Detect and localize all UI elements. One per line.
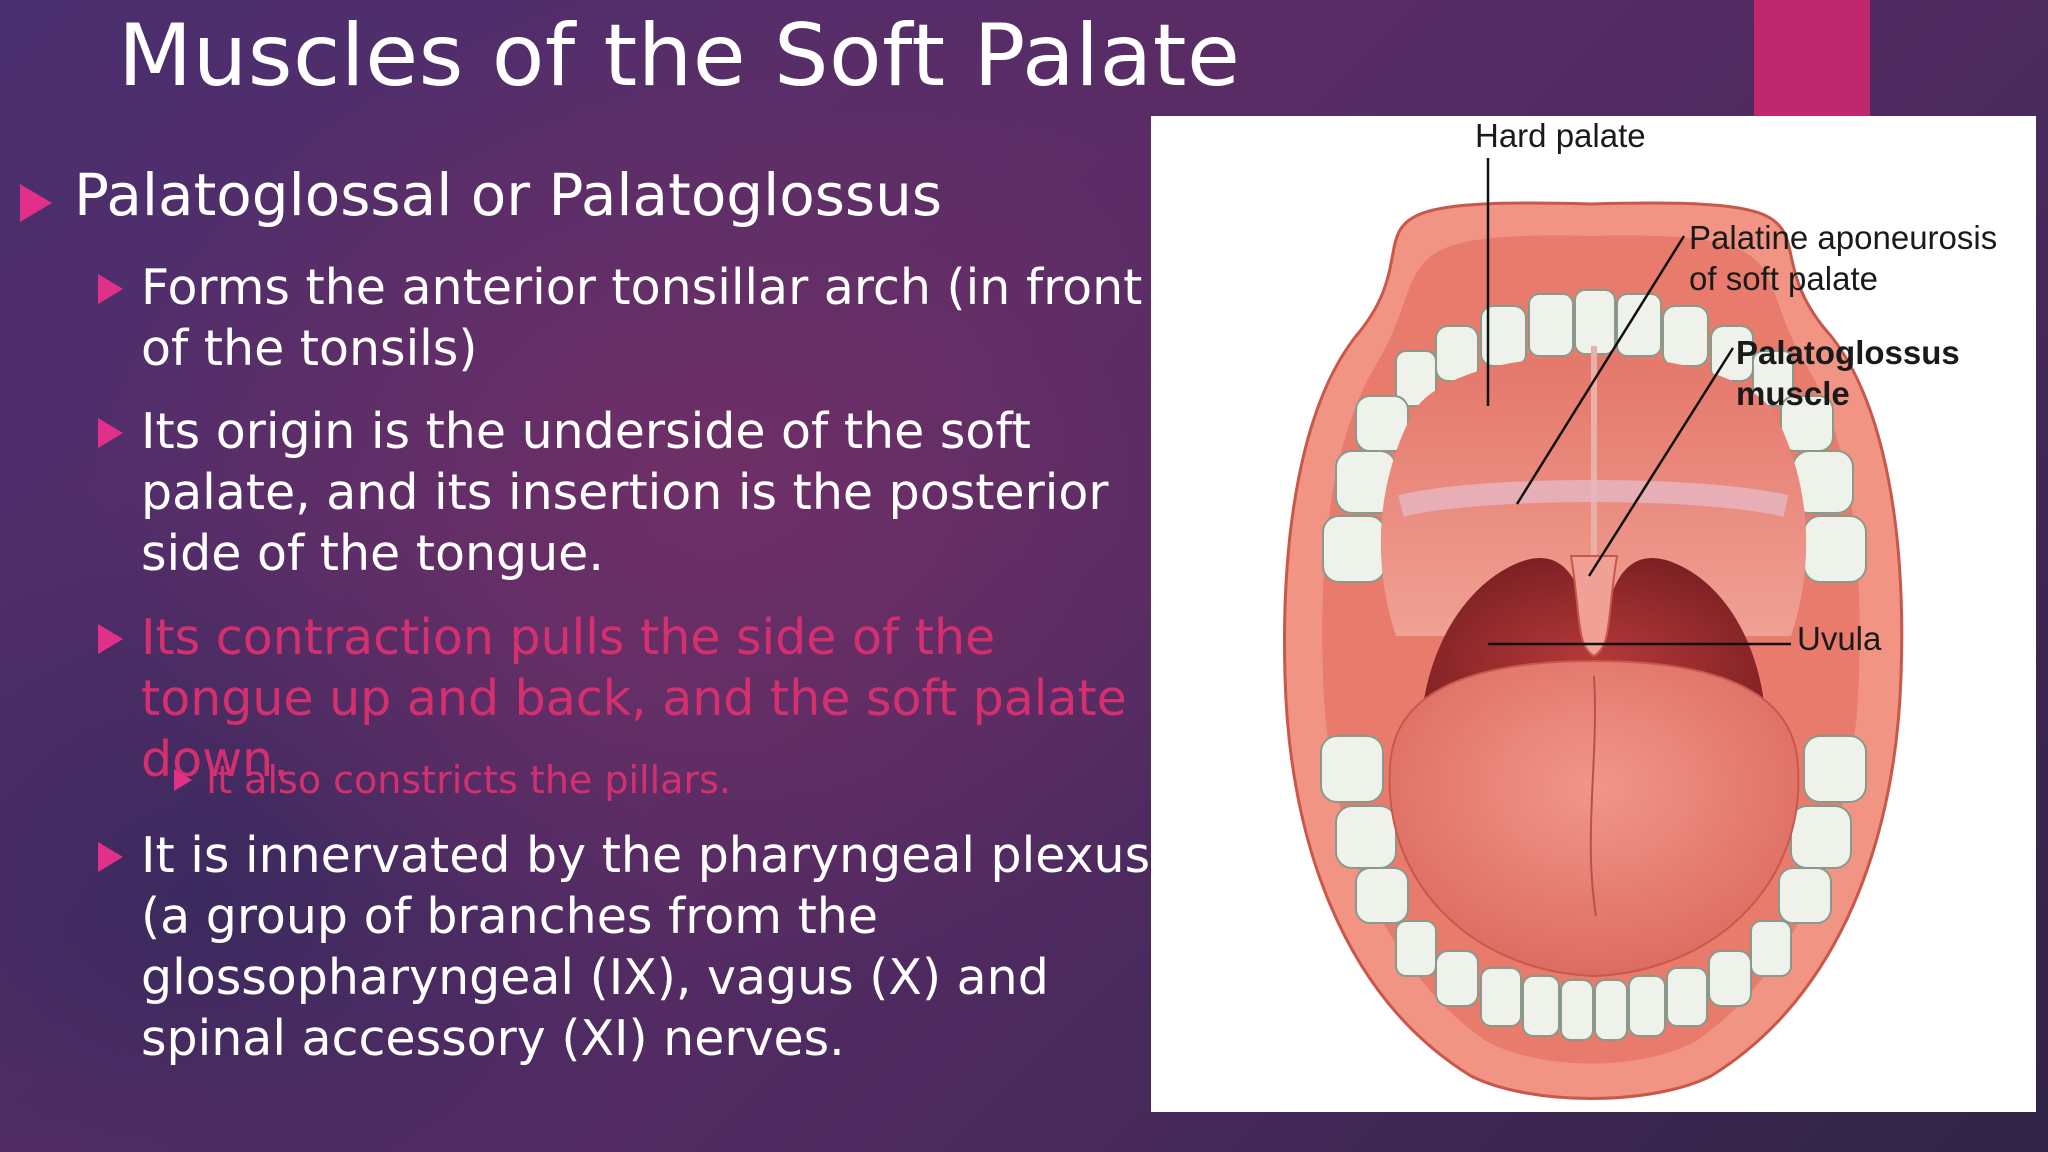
bullet-arrow-icon bbox=[20, 184, 52, 222]
oral-cavity-figure: Hard palate Palatine aponeurosis of soft… bbox=[1151, 116, 2036, 1112]
bullet-arrow-icon bbox=[98, 842, 123, 872]
bullet-text: It also constricts the pillars. bbox=[206, 758, 731, 802]
bullet-text: Its origin is the underside of the soft … bbox=[141, 403, 1109, 582]
label-aponeurosis-line1: Palatine aponeurosis bbox=[1689, 219, 1997, 256]
bullet-text: It is innervated by the pharyngeal plexu… bbox=[141, 827, 1151, 1067]
accent-bar bbox=[1754, 0, 1870, 116]
label-hard-palate: Hard palate bbox=[1475, 117, 1646, 154]
bullet-text: Its contraction pulls the side of the to… bbox=[141, 609, 1127, 788]
soft-palate-band bbox=[1398, 480, 1789, 517]
bullet-arrow-icon bbox=[98, 418, 123, 448]
oral-cavity-illustration: Hard palate Palatine aponeurosis of soft… bbox=[1283, 117, 1997, 1100]
bullet-text: Forms the anterior tonsillar arch (in fr… bbox=[141, 259, 1143, 377]
bullet-arrow-icon bbox=[174, 769, 192, 791]
uvula-shape bbox=[1569, 555, 1619, 658]
bullet-arrow-icon bbox=[98, 624, 123, 654]
label-palatoglossus-line2: muscle bbox=[1736, 375, 1850, 412]
bullet-text: Palatoglossal or Palatoglossus bbox=[74, 161, 943, 229]
leader-lines bbox=[1486, 158, 1791, 646]
lower-teeth bbox=[1320, 735, 1867, 1041]
bullet-arrow-icon bbox=[98, 274, 123, 304]
tongue-shape bbox=[1388, 659, 1800, 978]
label-palatoglossus-line1: Palatoglossus bbox=[1736, 334, 1960, 371]
label-aponeurosis-line2: of soft palate bbox=[1689, 260, 1878, 297]
slide-title: Muscles of the Soft Palate bbox=[118, 6, 1241, 106]
label-uvula: Uvula bbox=[1797, 620, 1882, 657]
